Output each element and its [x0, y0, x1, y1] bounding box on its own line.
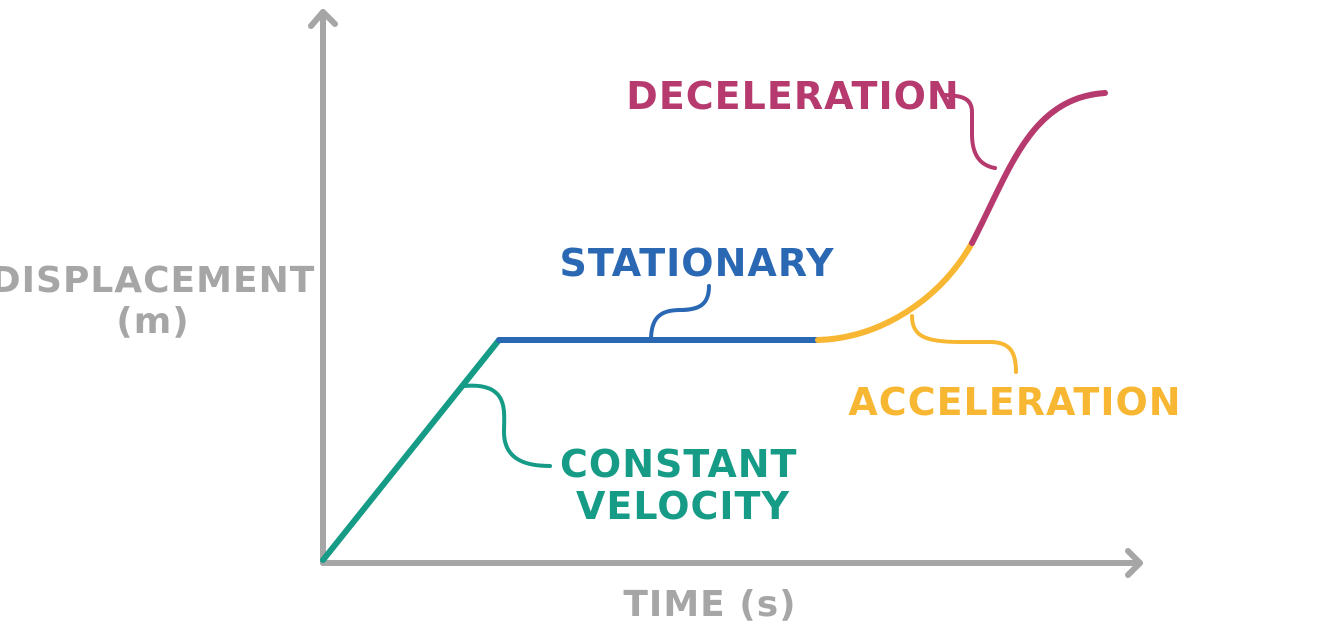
x-axis-label: TIME (s) — [623, 584, 796, 625]
constant-velocity-label-line1: CONSTANT — [560, 442, 797, 486]
y-axis-label-line2: (m) — [116, 301, 189, 342]
constant-velocity-label-line2: VELOCITY — [576, 484, 790, 528]
y-axis — [308, 9, 338, 566]
x-axis — [320, 548, 1143, 578]
deceleration-segment — [940, 90, 1108, 246]
acceleration-segment — [815, 240, 1018, 374]
y-axis-label-line1: DISPLACEMENT — [0, 260, 315, 301]
constant-velocity-segment — [320, 337, 552, 563]
deceleration-label: DECELERATION — [626, 74, 959, 118]
stationary-label: STATIONARY — [559, 241, 834, 285]
stationary-segment — [496, 284, 821, 343]
acceleration-label: ACCELERATION — [848, 380, 1181, 424]
